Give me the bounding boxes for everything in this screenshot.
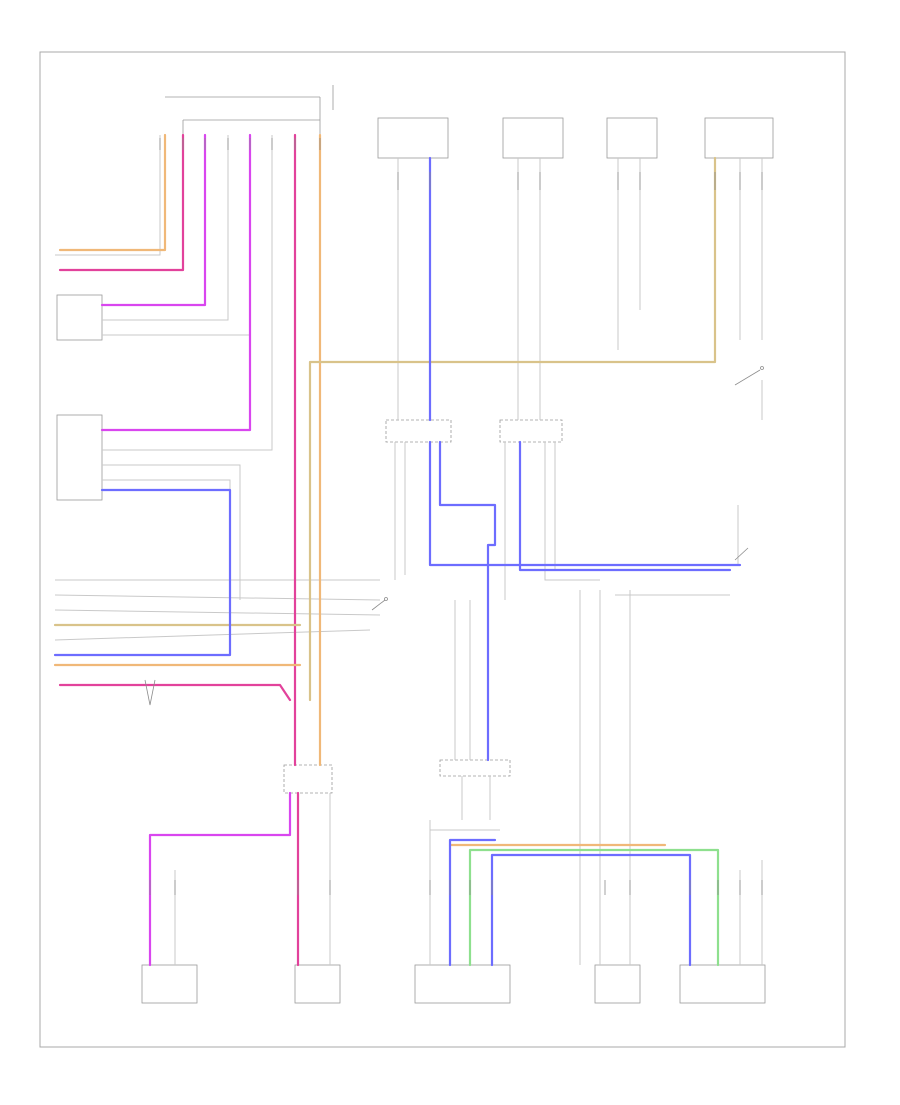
splice-connector-lower xyxy=(283,764,333,794)
tan-wires xyxy=(53,156,717,702)
bottom-module-5 xyxy=(679,964,766,1004)
left-module-lower xyxy=(56,414,103,501)
bottom-module-1 xyxy=(141,964,198,1004)
orange-wires xyxy=(53,133,667,847)
bottom-module-3 xyxy=(414,964,511,1004)
bottom-module-4 xyxy=(594,964,641,1004)
junction-block-right xyxy=(499,419,563,443)
diagram-frame xyxy=(39,51,846,1048)
top-left-splice-block xyxy=(165,85,334,135)
pink-wires xyxy=(58,133,300,967)
module-box-2 xyxy=(502,117,564,159)
left-module-upper xyxy=(56,294,103,341)
junction-block-left xyxy=(385,419,452,443)
splice-connector-mid xyxy=(439,759,511,777)
ground-symbol xyxy=(144,679,156,706)
module-box-4 xyxy=(704,117,774,159)
blue-wires xyxy=(53,156,742,967)
green-wires xyxy=(468,848,720,967)
magenta-wires xyxy=(100,133,292,967)
connector-pins xyxy=(149,138,763,895)
bottom-module-2 xyxy=(294,964,341,1004)
module-box-3 xyxy=(606,117,658,159)
switch-symbol-left xyxy=(371,597,388,611)
module-box-1 xyxy=(377,117,449,159)
switch-symbol-right xyxy=(734,366,764,561)
grey-wires xyxy=(54,135,763,965)
